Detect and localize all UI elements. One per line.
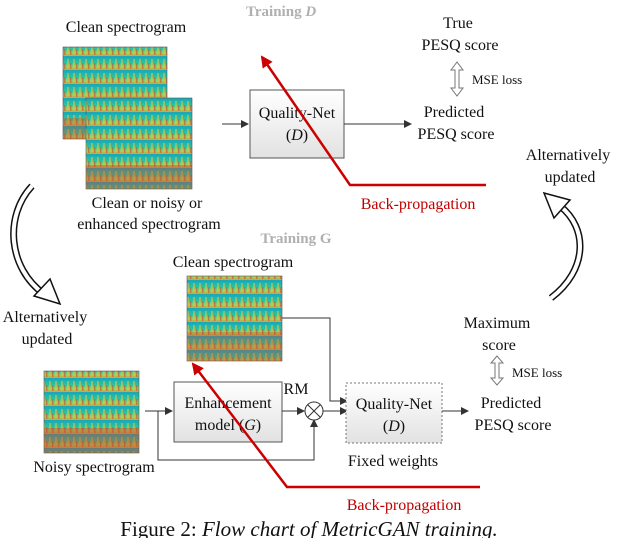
bottom-mse-double-arrow — [489, 355, 505, 386]
noisy-spectrogram — [43, 370, 140, 454]
training-d-title: Training D — [246, 4, 316, 20]
top-quality-net-label: Quality-Net — [259, 105, 336, 122]
bottom-mse-loss-label: MSE loss — [512, 365, 562, 380]
bottom-backprop-arrow — [191, 362, 480, 489]
top-backprop-label: Back-propagation — [361, 196, 476, 213]
noisy-spec-label: Noisy spectrogram — [33, 459, 155, 476]
bottom-quality-net-var: (D) — [383, 418, 405, 435]
bottom-predicted-score: Predicted PESQ score — [475, 395, 552, 434]
bottom-clean-spectrogram — [186, 275, 283, 362]
figure-caption: Figure 2: Flow chart of MetricGAN traini… — [120, 517, 497, 538]
top-mixed-spectrogram — [85, 97, 193, 190]
multiply-operator — [304, 401, 324, 421]
enhancement-model-label: Enhancement — [184, 395, 272, 412]
top-mse-double-arrow — [450, 61, 464, 97]
top-clean-spec-label: Clean spectrogram — [66, 19, 187, 36]
fixed-weights-label: Fixed weights — [348, 453, 438, 470]
bottom-clean-spec-label: Clean spectrogram — [173, 254, 294, 271]
bottom-quality-net-box — [345, 382, 443, 444]
maximum-score: Maximum score — [464, 315, 535, 354]
top-quality-net-box — [249, 89, 345, 159]
top-mse-loss-label: MSE loss — [472, 72, 522, 87]
clean-to-qnet-line — [282, 317, 348, 405]
enhancement-model-box — [173, 381, 283, 443]
left-alternately-updated: Alternatively updated — [3, 309, 91, 348]
right-alternately-updated: Alternatively updated — [526, 147, 614, 186]
bottom-backprop-label: Back-propagation — [347, 497, 462, 514]
noisy-bypass-line — [157, 411, 318, 461]
bottom-quality-net-label: Quality-Net — [356, 396, 433, 413]
left-alternate-curved-arrow — [10, 183, 62, 306]
top-true-score: True PESQ score — [422, 15, 499, 54]
training-g-title: Training G — [261, 231, 332, 247]
rm-label: RM — [284, 381, 309, 398]
top-predicted-score: Predicted PESQ score — [418, 104, 495, 143]
right-alternate-curved-arrow — [542, 191, 584, 301]
top-quality-net-var: (D) — [286, 127, 308, 144]
top-backprop-arrow — [260, 55, 486, 187]
top-mixed-spec-label: Clean or noisy or enhanced spectrogram — [77, 195, 221, 233]
enhancement-model-var: model (G) — [195, 417, 261, 434]
